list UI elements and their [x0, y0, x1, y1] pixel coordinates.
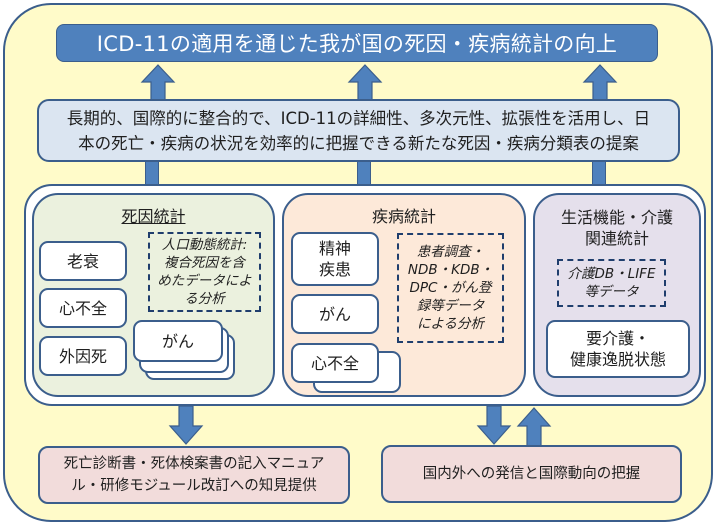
- mortality-title-wrap: 死因統計: [32, 206, 275, 227]
- proposal-line-1: 長期的、国際的に整合的で、ICD-11の詳細性、多次元性、拡張性を活用し、日: [66, 108, 651, 128]
- morbidity-title-wrap: 疾病統計: [282, 206, 526, 227]
- proposal-box: 長期的、国際的に整合的で、ICD-11の詳細性、多次元性、拡張性を活用し、日 本…: [37, 99, 680, 162]
- arrow-up-center-top: [347, 64, 383, 101]
- analysis-line: による分析: [416, 316, 485, 332]
- item-label: 老衰: [66, 251, 99, 271]
- mortality-analysis-box: 人口動態統計: 複合死因を含 めたデータによ る分析: [148, 232, 261, 312]
- arrow-up-left-top: [140, 64, 176, 101]
- arrow-up-right-bottom: [516, 407, 552, 447]
- item-label: 心不全: [310, 353, 359, 373]
- international-output-box: 国内外への発信と国際動向の把握: [381, 445, 682, 503]
- analysis-line: 複合死因を含: [164, 255, 245, 271]
- analysis-line: 録等データ: [416, 298, 485, 314]
- analysis-line: 介護DB・LIFE: [567, 266, 656, 282]
- analysis-line: DPC・がん登: [409, 280, 492, 296]
- mortality-item-cancer: がん: [133, 320, 223, 362]
- proposal-line-2: 本の死亡・疾病の状況を効率的に把握できる新たな死因・疾病分類表の提案: [78, 133, 639, 153]
- mortality-item-external-death: 外因死: [39, 336, 127, 376]
- item-label: 疾患: [318, 260, 351, 279]
- analysis-line: 等データ: [584, 284, 639, 300]
- item-label: 外因死: [58, 346, 107, 366]
- mortality-item-heart-failure: 心不全: [39, 288, 127, 328]
- item-label: 心不全: [58, 298, 107, 318]
- mortality-title: 死因統計: [121, 207, 186, 226]
- analysis-line: NDB・KDB・: [407, 262, 494, 278]
- goal-text: ICD-11の適用を通じた我が国の死因・疾病統計の向上: [96, 32, 618, 56]
- connector-right: [592, 161, 606, 186]
- analysis-line: 患者調査・: [416, 244, 485, 260]
- arrow-down-right-bottom: [476, 405, 512, 445]
- connector-center: [357, 161, 371, 186]
- item-label: 精神: [318, 239, 351, 258]
- morbidity-item-heart-failure: 心不全: [291, 343, 379, 383]
- morbidity-analysis-box: 患者調査・ NDB・KDB・ DPC・がん登 録等データ による分析: [397, 233, 504, 343]
- care-title-line-1: 生活機能・介護: [560, 208, 673, 227]
- analysis-line: めたデータによ: [157, 273, 252, 289]
- item-label: 健康逸脱状態: [569, 350, 666, 369]
- item-label: 要介護・: [585, 329, 650, 348]
- care-item-needs-care: 要介護・健康逸脱状態: [546, 320, 690, 378]
- arrow-up-right-top: [582, 64, 618, 101]
- morbidity-item-mental-disorder: 精神疾患: [291, 232, 379, 286]
- morbidity-title: 疾病統計: [371, 207, 436, 226]
- item-label: がん: [161, 331, 194, 351]
- care-title: 生活機能・介護 関連統計: [533, 207, 701, 249]
- care-title-line-2: 関連統計: [584, 229, 649, 248]
- goal-box: ICD-11の適用を通じた我が国の死因・疾病統計の向上: [56, 24, 658, 62]
- mortality-item-senility: 老衰: [39, 241, 127, 281]
- arrow-down-left-bottom: [168, 405, 204, 445]
- care-analysis-box: 介護DB・LIFE 等データ: [557, 259, 666, 307]
- connector-left: [145, 161, 159, 186]
- morbidity-item-cancer: がん: [291, 294, 379, 334]
- analysis-line: る分析: [184, 291, 225, 307]
- analysis-line: 人口動態統計:: [161, 237, 248, 253]
- manual-line-2: ル・研修モジュール改訂への知見提供: [71, 478, 317, 494]
- manual-line-1: 死亡診断書・死体検案書の記入マニュア: [63, 456, 325, 472]
- manual-output-box: 死亡診断書・死体検案書の記入マニュア ル・研修モジュール改訂への知見提供: [38, 446, 350, 504]
- item-label: がん: [318, 304, 351, 324]
- international-text: 国内外への発信と国際動向の把握: [422, 466, 641, 482]
